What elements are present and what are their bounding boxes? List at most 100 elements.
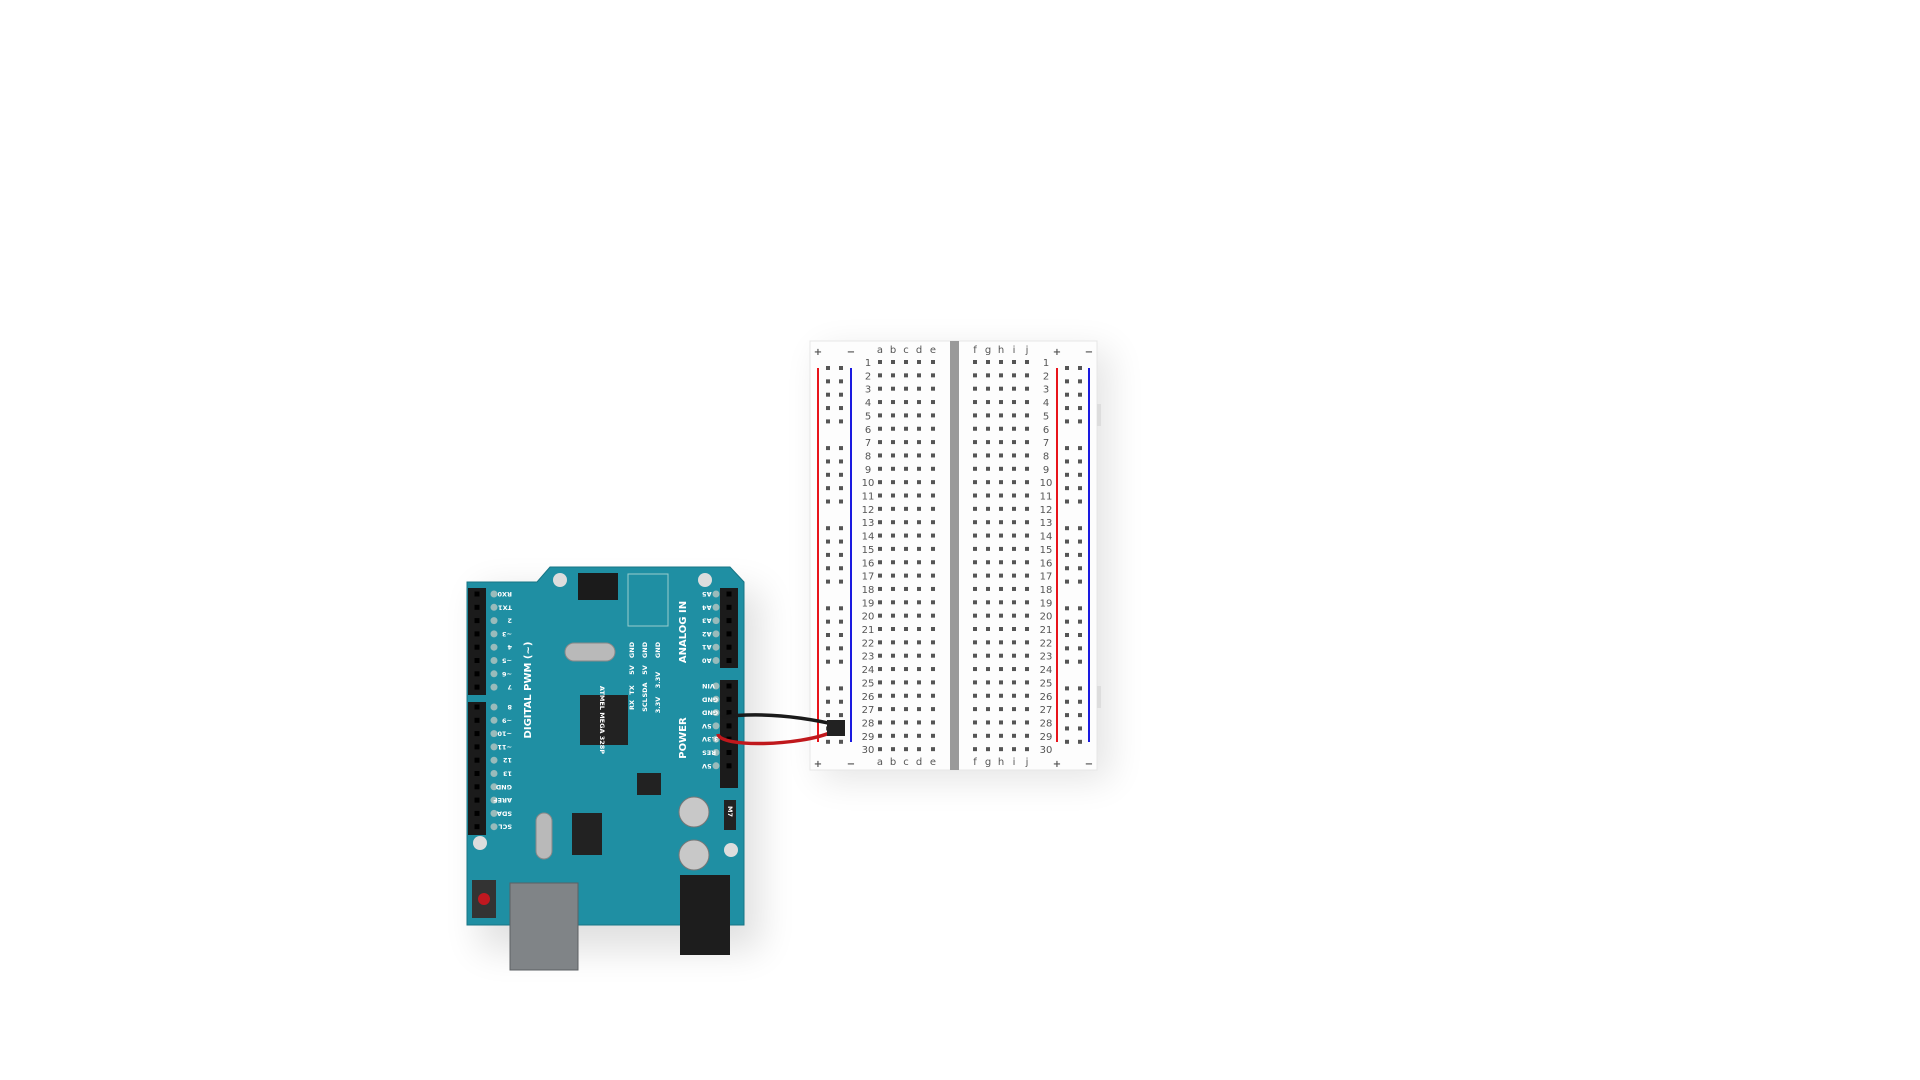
breadboard-hole[interactable]: [986, 386, 990, 391]
breadboard-hole[interactable]: [917, 493, 921, 498]
header-pin[interactable]: [474, 771, 480, 776]
breadboard-hole[interactable]: [931, 506, 935, 511]
breadboard-hole[interactable]: [878, 453, 882, 458]
rail-hole[interactable]: [839, 659, 843, 664]
breadboard-hole[interactable]: [1012, 707, 1016, 712]
breadboard-hole[interactable]: [891, 707, 895, 712]
breadboard-hole[interactable]: [931, 586, 935, 591]
power-header[interactable]: [720, 680, 738, 788]
rail-hole[interactable]: [1065, 379, 1069, 384]
rail-hole[interactable]: [826, 713, 830, 718]
breadboard-hole[interactable]: [931, 707, 935, 712]
rail-hole[interactable]: [1078, 472, 1082, 477]
breadboard-hole[interactable]: [878, 707, 882, 712]
breadboard-hole[interactable]: [931, 733, 935, 738]
breadboard-hole[interactable]: [878, 493, 882, 498]
rail-hole[interactable]: [1078, 459, 1082, 464]
rail-hole[interactable]: [826, 459, 830, 464]
breadboard-hole[interactable]: [931, 453, 935, 458]
rail-hole[interactable]: [1078, 686, 1082, 691]
breadboard-hole[interactable]: [917, 386, 921, 391]
header-pin[interactable]: [474, 591, 480, 597]
breadboard-hole[interactable]: [917, 613, 921, 618]
breadboard-hole[interactable]: [1025, 360, 1029, 364]
breadboard-hole[interactable]: [917, 506, 921, 511]
breadboard-hole[interactable]: [878, 413, 882, 418]
header-pin[interactable]: [726, 644, 732, 650]
breadboard-hole[interactable]: [1012, 533, 1016, 538]
breadboard-hole[interactable]: [878, 640, 882, 645]
breadboard-hole[interactable]: [986, 413, 990, 418]
breadboard-hole[interactable]: [917, 707, 921, 712]
breadboard-hole[interactable]: [1025, 667, 1029, 672]
header-pin[interactable]: [726, 591, 732, 597]
breadboard-hole[interactable]: [999, 373, 1003, 378]
breadboard-hole[interactable]: [904, 546, 908, 551]
breadboard-hole[interactable]: [999, 413, 1003, 418]
breadboard-hole[interactable]: [904, 506, 908, 511]
rail-hole[interactable]: [1078, 392, 1082, 397]
header-pin[interactable]: [474, 631, 480, 637]
rail-hole[interactable]: [1065, 713, 1069, 718]
breadboard-hole[interactable]: [878, 440, 882, 445]
breadboard-hole[interactable]: [891, 586, 895, 591]
breadboard-hole[interactable]: [1025, 400, 1029, 405]
breadboard-hole[interactable]: [931, 667, 935, 672]
breadboard-hole[interactable]: [904, 680, 908, 685]
breadboard-hole[interactable]: [891, 747, 895, 752]
header-pin[interactable]: [474, 604, 480, 610]
breadboard-hole[interactable]: [917, 653, 921, 658]
breadboard-hole[interactable]: [878, 400, 882, 405]
breadboard-hole[interactable]: [986, 627, 990, 631]
digital-header-upper[interactable]: [468, 588, 486, 695]
breadboard-hole[interactable]: [1012, 520, 1016, 525]
breadboard-hole[interactable]: [917, 413, 921, 418]
breadboard-hole[interactable]: [986, 533, 990, 538]
rail-hole[interactable]: [1065, 686, 1069, 691]
breadboard-hole[interactable]: [878, 613, 882, 618]
breadboard-hole[interactable]: [1012, 453, 1016, 458]
breadboard-hole[interactable]: [931, 573, 935, 578]
breadboard-hole[interactable]: [931, 360, 935, 364]
breadboard-hole[interactable]: [999, 600, 1003, 605]
breadboard-hole[interactable]: [931, 693, 935, 698]
rail-hole[interactable]: [826, 406, 830, 411]
breadboard-hole[interactable]: [931, 720, 935, 725]
rail-hole[interactable]: [826, 419, 830, 424]
breadboard-hole[interactable]: [973, 733, 977, 738]
breadboard-hole[interactable]: [999, 653, 1003, 658]
breadboard-hole[interactable]: [891, 560, 895, 565]
breadboard-hole[interactable]: [1025, 480, 1029, 485]
breadboard-hole[interactable]: [931, 400, 935, 405]
rail-hole[interactable]: [839, 739, 843, 744]
rail-hole[interactable]: [1078, 713, 1082, 718]
breadboard-hole[interactable]: [999, 586, 1003, 591]
breadboard-hole[interactable]: [878, 573, 882, 578]
rail-hole[interactable]: [839, 392, 843, 397]
breadboard-hole[interactable]: [973, 667, 977, 672]
breadboard-hole[interactable]: [986, 466, 990, 471]
rail-hole[interactable]: [839, 539, 843, 544]
breadboard-hole[interactable]: [986, 653, 990, 658]
breadboard-hole[interactable]: [986, 493, 990, 498]
breadboard-hole[interactable]: [931, 493, 935, 498]
breadboard-hole[interactable]: [999, 667, 1003, 672]
breadboard-hole[interactable]: [986, 693, 990, 698]
breadboard-hole[interactable]: [999, 386, 1003, 391]
rail-hole[interactable]: [1065, 699, 1069, 704]
rail-hole[interactable]: [1065, 419, 1069, 424]
breadboard-hole[interactable]: [986, 680, 990, 685]
breadboard-hole[interactable]: [917, 426, 921, 431]
breadboard-hole[interactable]: [891, 680, 895, 685]
breadboard-hole[interactable]: [1012, 653, 1016, 658]
breadboard-hole[interactable]: [1025, 586, 1029, 591]
breadboard-hole[interactable]: [878, 600, 882, 605]
breadboard-hole[interactable]: [1025, 520, 1029, 525]
breadboard-hole[interactable]: [973, 640, 977, 645]
breadboard-hole[interactable]: [904, 747, 908, 752]
header-pin[interactable]: [474, 744, 480, 750]
breadboard-hole[interactable]: [1025, 440, 1029, 445]
rail-hole[interactable]: [839, 472, 843, 477]
rail-hole[interactable]: [1078, 659, 1082, 664]
breadboard-hole[interactable]: [931, 653, 935, 658]
